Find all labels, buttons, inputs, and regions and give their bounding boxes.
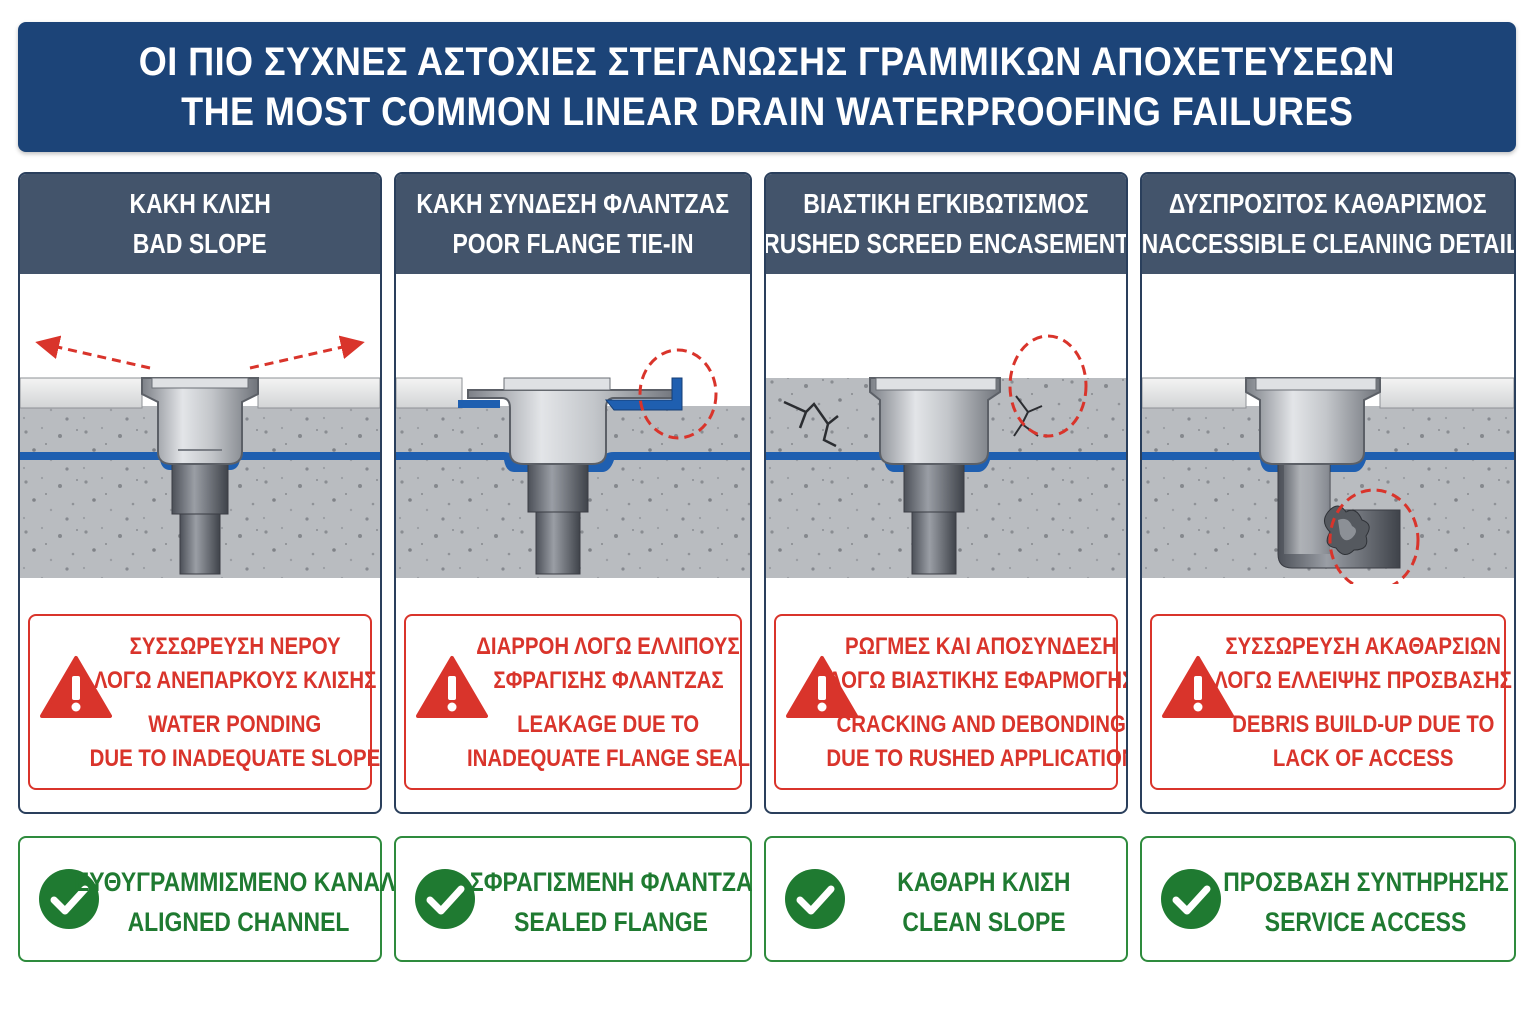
warning-triangle-icon: [40, 656, 112, 718]
check-circle-icon: [785, 869, 845, 929]
solution-greek: ΠΡΟΣΒΑΣΗ ΣΥΝΤΗΡΗΣΗΣ: [1223, 867, 1509, 897]
warning-english-line-1: LEAKAGE DUE TO: [516, 711, 700, 738]
warning-greek-line-1: ΣΥΣΣΩΡΕΥΣΗ ΝΕΡΟΥ: [129, 633, 341, 660]
warning-greek-line-2: ΛΟΓΩ ΕΛΛΕΙΨΗΣ ΠΡΟΣΒΑΣΗΣ: [1214, 667, 1512, 694]
drain-cross-section-illustration: [396, 348, 750, 578]
warning-box: ΔΙΑΡΡΟΗ ΛΟΓΩ ΕΛΛΙΠΟΥΣ ΣΦΡΑΓΙΣΗΣ ΦΛΑΝΤΖΑΣ…: [404, 614, 749, 790]
warning-english-line-1: WATER PONDING: [148, 711, 322, 738]
panel-title-greek: ΚΑΚΗ ΣΥΝΔΕΣΗ ΦΛΑΝΤΖΑΣ: [416, 188, 730, 219]
warning-triangle-icon: [416, 656, 488, 718]
title-banner: ΟΙ ΠΙΟ ΣΥΧΝΕΣ ΑΣΤΟΧΙΕΣ ΣΤΕΓΑΝΩΣΗΣ ΓΡΑΜΜΙ…: [18, 22, 1516, 152]
solution-box-service-access: ΠΡΟΣΒΑΣΗ ΣΥΝΤΗΡΗΣΗΣ SERVICE ACCESS: [1140, 836, 1516, 962]
title-english: THE MOST COMMON LINEAR DRAIN WATERPROOFI…: [180, 90, 1354, 134]
panel-title-greek: ΒΙΑΣΤΙΚΗ ΕΓΚΙΒΩΤΙΣΜΟΣ: [803, 188, 1089, 219]
warning-greek-line-2: ΛΟΓΩ ΒΙΑΣΤΙΚΗΣ ΕΦΑΡΜΟΓΗΣ: [827, 667, 1128, 694]
failure-panel-poor-flange-tie-in: ΚΑΚΗ ΣΥΝΔΕΣΗ ΦΛΑΝΤΖΑΣ POOR FLANGE TIE-IN…: [394, 172, 752, 814]
solution-greek: ΚΑΘΑΡΗ ΚΛΙΣΗ: [897, 867, 1071, 897]
solution-box-aligned-channel: ΕΥΘΥΓΡΑΜΜΙΣΜΕΝΟ ΚΑΝΑΛΙ ALIGNED CHANNEL: [18, 836, 402, 962]
solution-greek: ΣΦΡΑΓΙΣΜΕΝΗ ΦΛΑΝΤΖΑ: [469, 867, 753, 897]
warning-greek-line-1: ΡΩΓΜΕΣ ΚΑΙ ΑΠΟΣΥΝΔΕΣΗ: [845, 633, 1117, 660]
panel-title-english: BAD SLOPE: [133, 228, 267, 259]
drain-cross-section-illustration: [1142, 377, 1514, 584]
warning-greek-line-1: ΣΥΣΣΩΡΕΥΣΗ ΑΚΑΘΑΡΣΙΩΝ: [1225, 633, 1501, 660]
panel-title-greek: ΔΥΣΠΡΟΣΙΤΟΣ ΚΑΘΑΡΙΣΜΟΣ: [1169, 188, 1487, 219]
drain-cross-section-illustration: [20, 335, 380, 578]
check-circle-icon: [415, 869, 475, 929]
warning-greek-line-1: ΔΙΑΡΡΟΗ ΛΟΓΩ ΕΛΛΙΠΟΥΣ: [476, 633, 740, 660]
panel-title-greek: ΚΑΚΗ ΚΛΙΣΗ: [129, 188, 271, 219]
failure-panel-inaccessible-cleaning-detail: ΔΥΣΠΡΟΣΙΤΟΣ ΚΑΘΑΡΙΣΜΟΣ INACCESSIBLE CLEA…: [1140, 172, 1516, 814]
failure-panel-rushed-screed-encasement: ΒΙΑΣΤΙΚΗ ΕΓΚΙΒΩΤΙΣΜΟΣ RUSHED SCREED ENCA…: [764, 172, 1128, 814]
panel-header: ΚΑΚΗ ΣΥΝΔΕΣΗ ΦΛΑΝΤΖΑΣ POOR FLANGE TIE-IN: [396, 174, 750, 274]
warning-english-line-1: DEBRIS BUILD-UP DUE TO: [1231, 711, 1495, 738]
check-circle-icon: [39, 869, 99, 929]
panel-header: ΔΥΣΠΡΟΣΙΤΟΣ ΚΑΘΑΡΙΣΜΟΣ INACCESSIBLE CLEA…: [1142, 174, 1514, 274]
warning-english-line-2: LACK OF ACCESS: [1272, 745, 1454, 772]
panel-title-english: INACCESSIBLE CLEANING DETAIL: [1140, 228, 1516, 259]
solution-box-clean-slope: ΚΑΘΑΡΗ ΚΛΙΣΗ CLEAN SLOPE: [764, 836, 1128, 962]
drain-cross-section-illustration: [766, 334, 1126, 578]
panel-header: ΒΙΑΣΤΙΚΗ ΕΓΚΙΒΩΤΙΣΜΟΣ RUSHED SCREED ENCA…: [766, 174, 1126, 274]
warning-greek-line-2: ΛΟΓΩ ΑΝΕΠΑΡΚΟΥΣ ΚΛΙΣΗΣ: [93, 667, 377, 694]
warning-english-line-2: INADEQUATE FLANGE SEAL: [466, 745, 750, 772]
warning-triangle-icon: [1162, 656, 1234, 718]
check-circle-icon: [1161, 869, 1221, 929]
failure-panel-bad-slope: ΚΑΚΗ ΚΛΙΣΗ BAD SLOPE ΣΥΣΣΩΡΕΥΣΗ ΝΕΡΟΥ ΛΟ…: [18, 172, 382, 814]
warning-box: ΣΥΣΣΩΡΕΥΣΗ ΑΚΑΘΑΡΣΙΩΝ ΛΟΓΩ ΕΛΛΕΙΨΗΣ ΠΡΟΣ…: [1150, 614, 1512, 790]
warning-triangle-icon: [786, 656, 858, 718]
warning-box: ΣΥΣΣΩΡΕΥΣΗ ΝΕΡΟΥ ΛΟΓΩ ΑΝΕΠΑΡΚΟΥΣ ΚΛΙΣΗΣ …: [28, 614, 380, 790]
solution-english: CLEAN SLOPE: [902, 907, 1066, 937]
solution-english: SEALED FLANGE: [514, 907, 708, 937]
solution-english: ALIGNED CHANNEL: [127, 907, 349, 937]
panel-header: ΚΑΚΗ ΚΛΙΣΗ BAD SLOPE: [20, 174, 380, 274]
solution-box-sealed-flange: ΣΦΡΑΓΙΣΜΕΝΗ ΦΛΑΝΤΖΑ SEALED FLANGE: [394, 836, 752, 962]
title-greek: ΟΙ ΠΙΟ ΣΥΧΝΕΣ ΑΣΤΟΧΙΕΣ ΣΤΕΓΑΝΩΣΗΣ ΓΡΑΜΜΙ…: [138, 40, 1396, 84]
warning-box: ΡΩΓΜΕΣ ΚΑΙ ΑΠΟΣΥΝΔΕΣΗ ΛΟΓΩ ΒΙΑΣΤΙΚΗΣ ΕΦΑ…: [774, 614, 1126, 790]
solution-english: SERVICE ACCESS: [1265, 907, 1467, 937]
warning-greek-line-2: ΣΦΡΑΓΙΣΗΣ ΦΛΑΝΤΖΑΣ: [492, 667, 724, 694]
warning-english-line-2: DUE TO INADEQUATE SLOPE: [89, 745, 381, 772]
warning-english-line-1: CRACKING AND DEBONDING: [836, 711, 1126, 738]
solution-greek: ΕΥΘΥΓΡΑΜΜΙΣΜΕΝΟ ΚΑΝΑΛΙ: [74, 867, 402, 897]
panel-title-english: RUSHED SCREED ENCASEMENT: [764, 228, 1128, 259]
warning-english-line-2: DUE TO RUSHED APPLICATION: [825, 745, 1128, 772]
panel-title-english: POOR FLANGE TIE-IN: [452, 228, 694, 259]
